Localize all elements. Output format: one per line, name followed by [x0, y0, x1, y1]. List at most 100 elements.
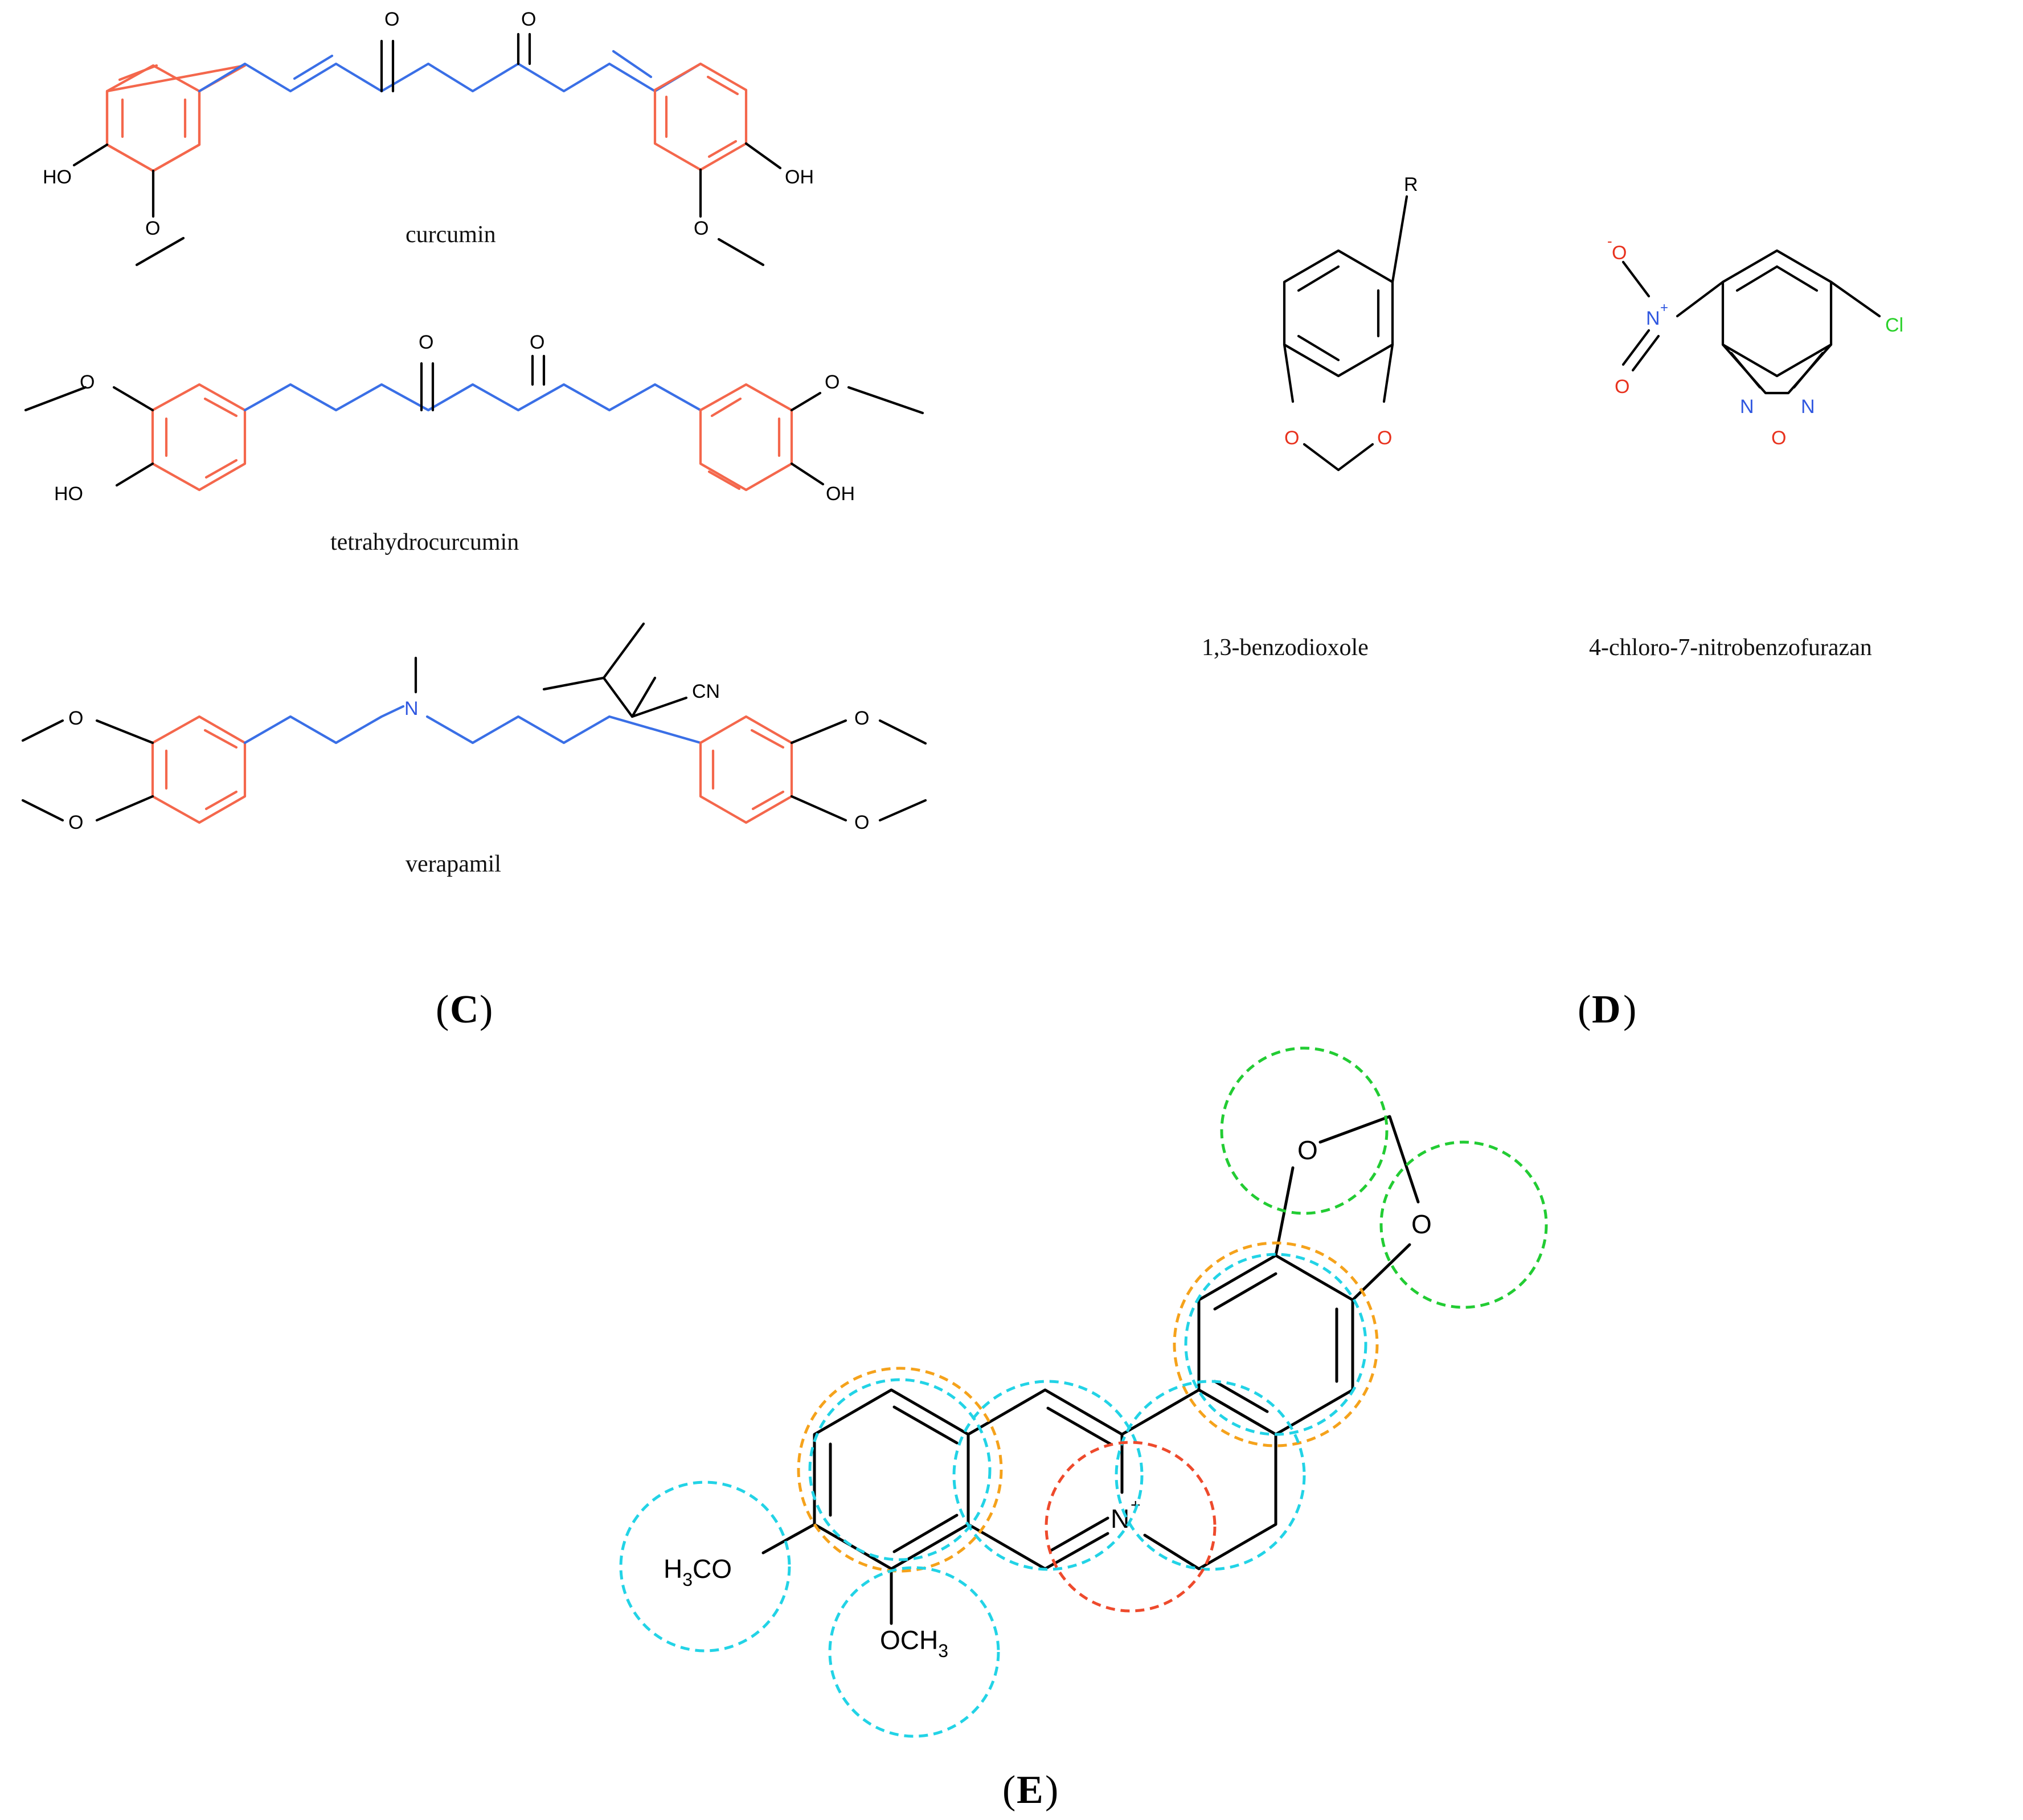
tetrahydrocurcumin-label: tetrahydrocurcumin [330, 529, 519, 555]
atom-oxygen: O [145, 218, 160, 239]
atom-nitrogen: N [1740, 396, 1754, 418]
ring-double-bond [204, 790, 238, 811]
atom-oxygen: O [80, 371, 95, 393]
bond [602, 622, 645, 680]
ring-double-bond [204, 459, 238, 479]
charge-plus: + [1660, 300, 1668, 316]
bond [115, 462, 154, 487]
pharmacophore-circles [619, 1046, 1548, 1738]
svg-text:): ) [1623, 988, 1636, 1032]
atom-nitrogen: N [1801, 396, 1815, 418]
ring-double-bond [1735, 265, 1779, 292]
circle-ring-a-orange [797, 1367, 1003, 1573]
ring-double-bond [1213, 1272, 1277, 1311]
panel-letter-d: D [1592, 988, 1621, 1032]
ring-double-bond [710, 397, 742, 418]
atom-oxygen: O [68, 812, 83, 833]
benzodioxole-structure: R O O 1,3-benzodioxole [1202, 174, 1418, 661]
atom-oxygen: O [825, 371, 839, 393]
atom-oxygen: O [384, 9, 399, 30]
bond [1283, 343, 1295, 403]
bond [1382, 343, 1394, 403]
atom-hydroxyl: HO [54, 483, 83, 505]
cnbf-structure: N + O - O Cl N N O 4-chloro-7-nitrobenzo… [1589, 232, 1903, 661]
bond [542, 676, 605, 691]
atom-chlorine: Cl [1885, 314, 1903, 336]
ring-double-bond [1297, 334, 1340, 362]
ring-double-bond [1297, 265, 1340, 292]
atom-nitrile: CN [692, 681, 720, 702]
ring-double-bond [707, 140, 738, 158]
atom-oxygen: O [530, 332, 544, 353]
svg-text:): ) [1045, 1768, 1058, 1812]
bond [602, 676, 634, 718]
ring-double-bond [892, 1514, 959, 1553]
thc-linker [243, 383, 702, 412]
charge-plus: + [1131, 1496, 1141, 1515]
atom-nitrogen-plus: N [1646, 308, 1660, 329]
atom-oxygen: O [694, 218, 709, 239]
bond [95, 795, 154, 822]
bond [135, 236, 185, 267]
verapamil-label: verapamil [406, 851, 501, 877]
circle-ring-d-orange [1173, 1241, 1379, 1447]
circle-methoxy-2 [828, 1566, 1000, 1738]
ring-double-bond [1049, 1516, 1109, 1552]
circle-ring-a-cyan [808, 1378, 992, 1561]
curcumin-label: curcumin [406, 222, 496, 248]
atom-oxygen: O [68, 707, 83, 729]
circle-methylenedioxy-o1 [1220, 1046, 1389, 1215]
ring-double-bond [707, 470, 741, 490]
bond [790, 462, 825, 486]
linker-double-bond [612, 50, 653, 79]
panel-label-d: ( D ) [1578, 988, 1636, 1032]
furazan-ring [1721, 343, 1833, 395]
bond [744, 142, 782, 170]
atom-oxygen: O [1771, 427, 1786, 449]
ring-double-bond [1046, 1406, 1112, 1446]
berberine-ring-d [1197, 1254, 1354, 1436]
panel-label-c: ( C ) [436, 988, 493, 1032]
bond [790, 719, 847, 745]
linker-double-bond [293, 54, 334, 80]
bond [847, 386, 924, 415]
berberine-ring-a [813, 1388, 970, 1570]
atom-n-plus: N [1111, 1504, 1129, 1533]
berberine-ring-c [1120, 1388, 1277, 1570]
svg-text:(: ( [1578, 988, 1591, 1032]
cnbf-label: 4-chloro-7-nitrobenzofurazan [1589, 635, 1872, 661]
ring-double-bond [1775, 265, 1819, 292]
panel-letter-e: E [1017, 1768, 1043, 1812]
atom-r-group: R [1404, 174, 1418, 195]
ring-double-bond [1213, 1380, 1269, 1413]
charge-minus: - [1607, 232, 1612, 250]
nitro-bond [1621, 260, 1651, 298]
bond [21, 799, 64, 822]
bond [790, 795, 847, 822]
atom-nitrogen: N [404, 698, 419, 719]
ring-double-bond [706, 75, 739, 96]
circle-ring-d-cyan [1184, 1253, 1367, 1436]
methoxy-bond [761, 1523, 816, 1555]
nitro-bond [1676, 280, 1725, 318]
methylene-bridge [1303, 443, 1374, 472]
svg-text:(: ( [1002, 1768, 1015, 1812]
circle-cation [1045, 1441, 1217, 1613]
panel-letter-c: C [450, 988, 479, 1032]
berberine-structure: N + O O H3CO OCH3 [664, 1115, 1432, 1661]
nitrile-bond [630, 696, 688, 718]
atom-oxygen: O [1297, 1135, 1318, 1165]
berberine-ring-b [967, 1388, 1124, 1494]
atom-hydroxyl: OH [785, 166, 814, 188]
curcumin-linker [198, 62, 702, 93]
bond [112, 386, 154, 412]
curcumin-right-ring [653, 62, 748, 171]
atom-oxygen: O [1615, 376, 1629, 398]
ring-double-bond [892, 1405, 959, 1445]
ring-double-bond [203, 397, 238, 418]
ring-double-bond [751, 790, 785, 811]
nitro-double-bond [1621, 329, 1651, 366]
circle-ring-c-cyan [1115, 1380, 1306, 1571]
ring-double-bond [203, 729, 238, 749]
